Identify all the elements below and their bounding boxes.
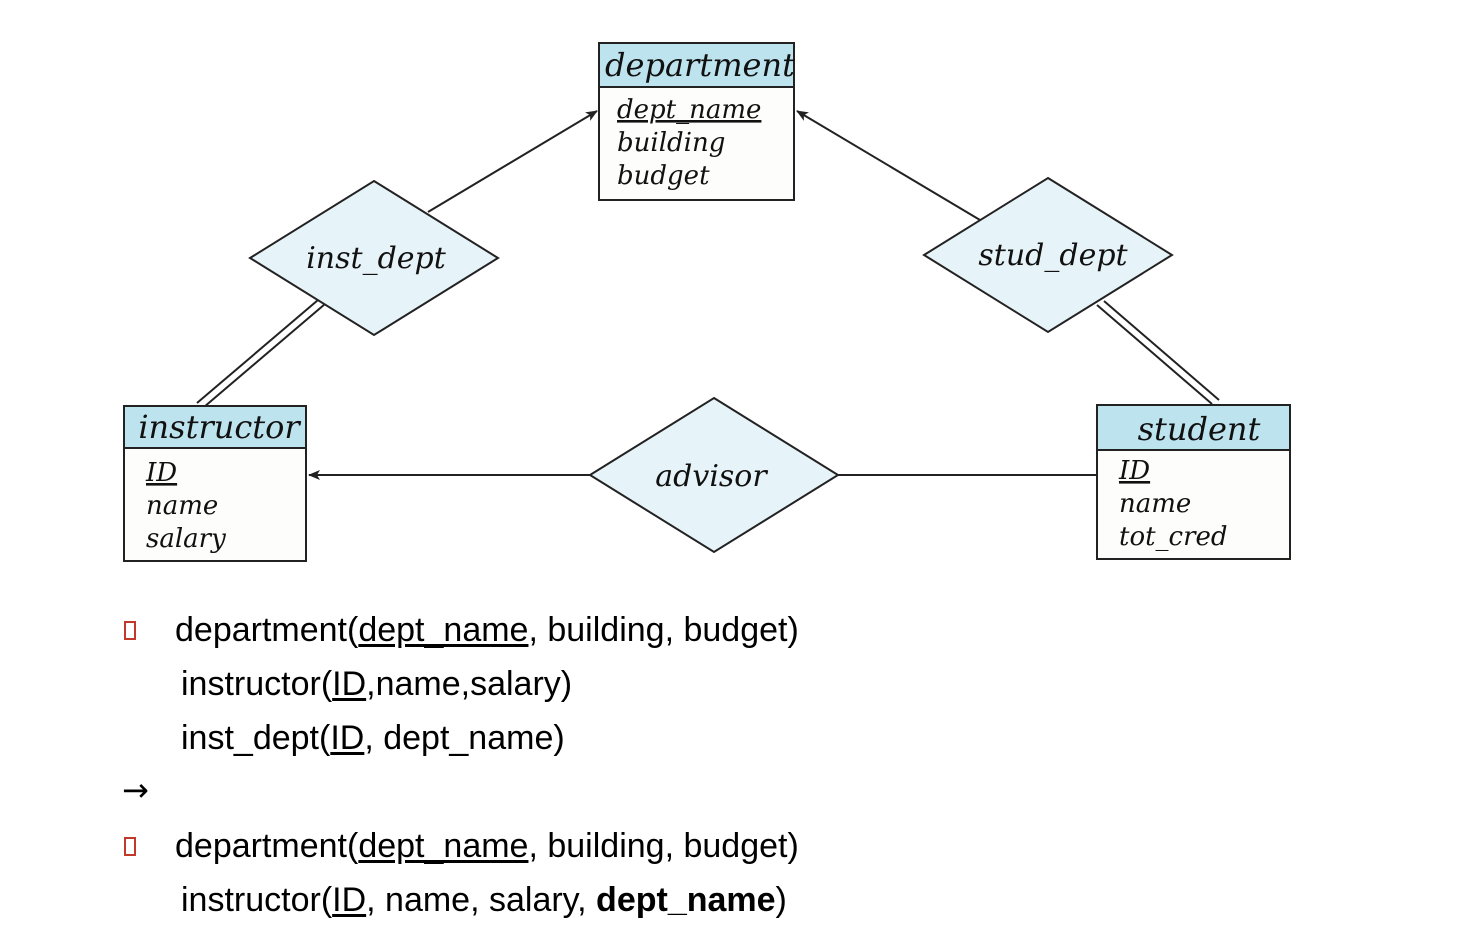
schema-line-department-merged: department(dept_name, building, budget): [175, 829, 799, 863]
primary-key: ID: [330, 719, 365, 757]
relation-attrs: , dept_name): [364, 719, 565, 757]
entity-student-attr: name: [1119, 489, 1191, 519]
primary-key: ID: [332, 665, 367, 703]
instructor-inst-dept-double-line: [196, 299, 326, 408]
entity-department-title: department: [605, 46, 795, 84]
entity-department-header: [598, 42, 795, 88]
entity-student-attr-key: ID: [1118, 456, 1150, 486]
relation-name: department(: [175, 611, 359, 649]
entity-instructor-attr: salary: [146, 524, 226, 554]
relationship-inst-dept-label: inst_dept: [306, 241, 447, 276]
relation-name: department(: [175, 827, 359, 865]
relation-name: inst_dept(: [181, 719, 331, 757]
relation-attrs: , name, salary,: [366, 881, 597, 919]
schema-line-inst-dept: inst_dept(ID, dept_name): [181, 721, 565, 755]
inst-dept-to-department-arrow: [427, 110, 598, 213]
entity-instructor-attr: name: [146, 491, 218, 521]
entity-instructor-title: instructor: [138, 408, 301, 446]
relation-attrs: , building, budget): [528, 611, 799, 649]
bullet-icon: [124, 621, 136, 640]
entity-instructor-header: [123, 405, 307, 449]
entity-department-attr: budget: [617, 161, 710, 191]
schema-line-instructor: instructor(ID,name,salary): [181, 667, 572, 701]
primary-key: ID: [332, 881, 367, 919]
entity-instructor-attr-key: ID: [145, 458, 177, 488]
entity-department-body: [598, 86, 795, 201]
entity-student-attr: tot_cred: [1119, 522, 1228, 552]
relationship-advisor: advisor: [588, 396, 840, 554]
relationship-advisor-label: advisor: [655, 459, 768, 494]
bullet-icon: [124, 837, 136, 856]
entity-student-body: [1096, 449, 1291, 560]
entity-department-attr-key: dept_name: [617, 95, 761, 125]
primary-key: dept_name: [358, 827, 529, 865]
entity-student: student ID name tot_cred: [1096, 404, 1291, 560]
entity-department-attr: building: [617, 128, 725, 158]
relation-name: instructor(: [181, 881, 333, 919]
primary-key: dept_name: [358, 611, 529, 649]
relation-attrs: , building, budget): [528, 827, 799, 865]
relation-attrs: ,name,salary): [366, 665, 573, 703]
entity-student-title: student: [1138, 410, 1261, 448]
schema-line-instructor-merged: instructor(ID, name, salary, dept_name): [181, 883, 787, 917]
entity-department: department dept_name building budget: [598, 42, 795, 201]
relationship-stud-dept: stud_dept: [922, 176, 1174, 334]
stud-dept-to-department-arrow: [796, 110, 981, 221]
er-diagram: department dept_name building budget ins…: [123, 42, 1291, 562]
relationship-inst-dept: inst_dept: [248, 179, 500, 337]
schema-line-department: department(dept_name, building, budget): [175, 613, 799, 647]
student-stud-dept-double-line: [1096, 300, 1220, 405]
entity-instructor: instructor ID name salary: [123, 405, 307, 562]
relation-close: ): [775, 881, 787, 919]
added-foreign-key: dept_name: [596, 881, 776, 919]
right-arrow-icon: →: [122, 771, 149, 809]
relation-name: instructor(: [181, 665, 333, 703]
entity-instructor-body: [123, 447, 307, 562]
relationship-stud-dept-label: stud_dept: [978, 238, 1128, 273]
entity-student-header: [1096, 404, 1291, 451]
